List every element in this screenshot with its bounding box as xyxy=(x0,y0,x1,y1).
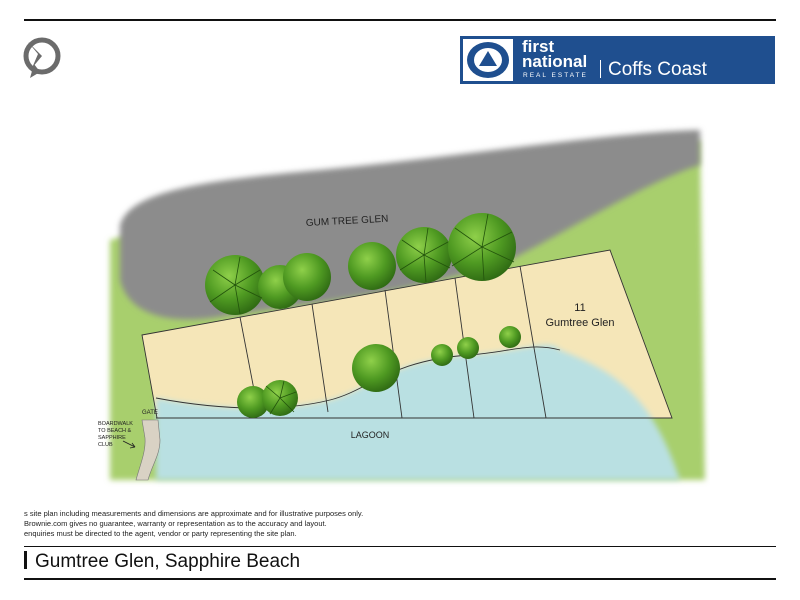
address-bar xyxy=(24,551,27,569)
brand-divider xyxy=(600,60,601,78)
disclaimer-line-3: enquiries must be directed to the agent,… xyxy=(24,529,297,538)
brand-line2: national xyxy=(522,52,588,71)
address-top-rule xyxy=(24,546,776,547)
gate-label: GATE xyxy=(142,410,158,416)
boardwalk-arrow-icon xyxy=(122,440,136,449)
top-rule xyxy=(24,19,776,21)
boardwalk-label-3: SAPPHIRE xyxy=(98,435,126,441)
brand-banner: first national REAL ESTATE Coffs Coast xyxy=(460,36,775,84)
boardwalk-path xyxy=(135,419,161,481)
site-plan-map: GUM TREE GLEN 11 Gumtree Glen LAGOON GAT… xyxy=(90,120,710,500)
road-label: GUM TREE GLEN xyxy=(306,214,389,229)
boardwalk-label-4: CLUB xyxy=(98,442,113,448)
north-arrow-icon xyxy=(20,34,62,82)
lagoon-label: LAGOON xyxy=(351,430,390,440)
address-text: Gumtree Glen, Sapphire Beach xyxy=(35,551,301,572)
brand-line1: first xyxy=(522,37,555,56)
trees xyxy=(205,213,521,418)
lagoon-area xyxy=(156,344,680,480)
disclaimer-line-1: s site plan including measurements and d… xyxy=(24,509,364,518)
address-bottom-rule xyxy=(24,578,776,580)
boardwalk-label-1: BOARDWALK xyxy=(98,421,133,427)
disclaimer: s site plan including measurements and d… xyxy=(24,509,363,539)
disclaimer-line-2: Brownie.com gives no guarantee, warranty… xyxy=(24,519,327,528)
lot-street-label: Gumtree Glen xyxy=(545,317,614,329)
lot-number-label: 11 xyxy=(574,302,585,314)
address-title: Gumtree Glen, Sapphire Beach xyxy=(24,551,300,573)
brand-tagline: REAL ESTATE xyxy=(523,72,588,79)
brand-office: Coffs Coast xyxy=(608,59,707,80)
boardwalk-label-2: TO BEACH & xyxy=(98,428,132,434)
brand-logo-icon xyxy=(463,39,513,81)
